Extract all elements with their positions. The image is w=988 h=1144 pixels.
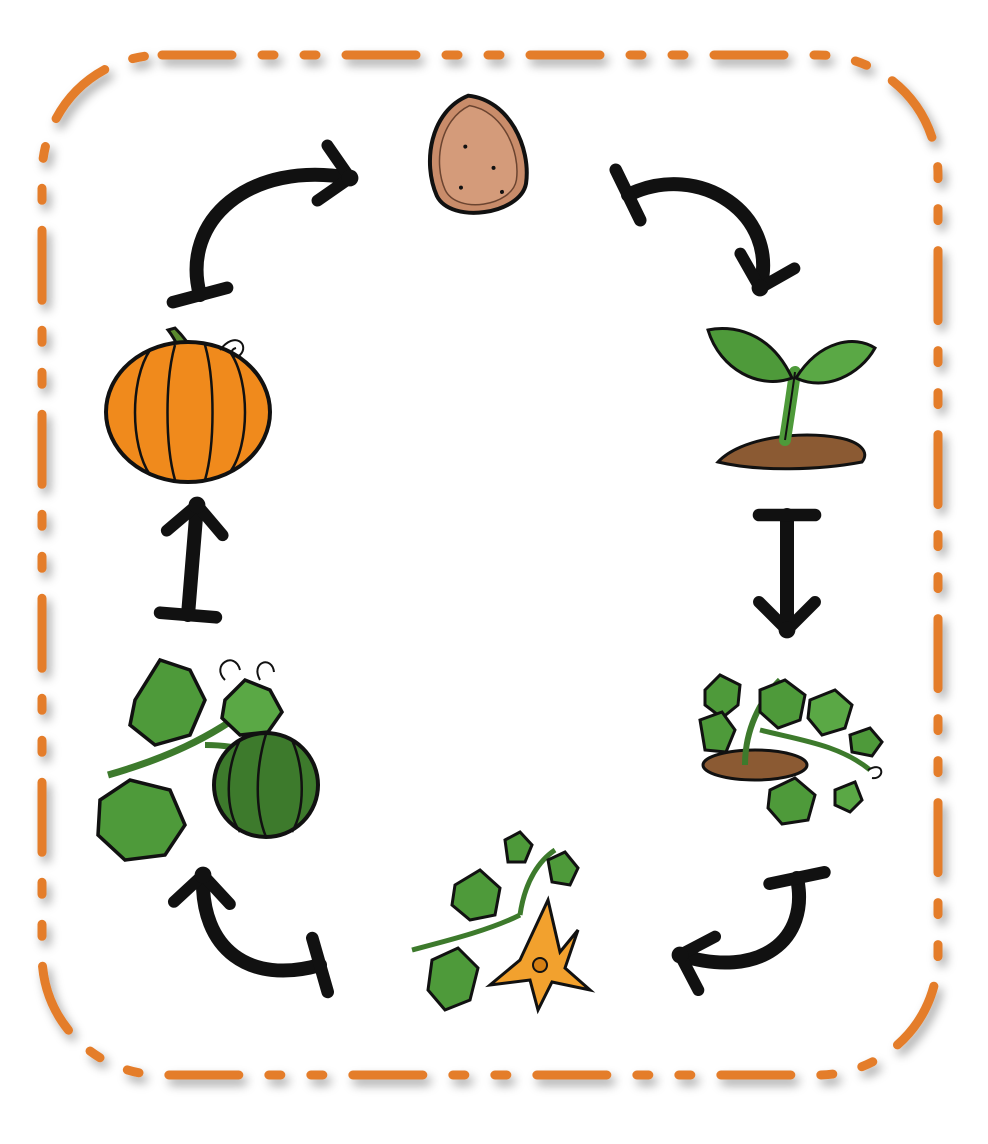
young-vine-icon [698, 673, 884, 826]
dashed-border [37, 50, 943, 1080]
cycle-arrows [153, 139, 831, 999]
pumpkin-seed-icon [427, 93, 529, 215]
arrow-pumpkin-to-seed [166, 139, 359, 309]
green-pumpkin-icon [96, 657, 320, 862]
arrow-seed-to-sprout [609, 163, 801, 297]
arrow-flower-to-green-pumpkin [167, 866, 334, 999]
sprout-icon [706, 326, 877, 471]
arrow-vine-to-flower [671, 865, 831, 997]
pumpkin-flower-icon [411, 830, 596, 1015]
arrow-green-to-orange-pumpkin [153, 496, 229, 624]
orange-pumpkin-icon [104, 326, 272, 484]
